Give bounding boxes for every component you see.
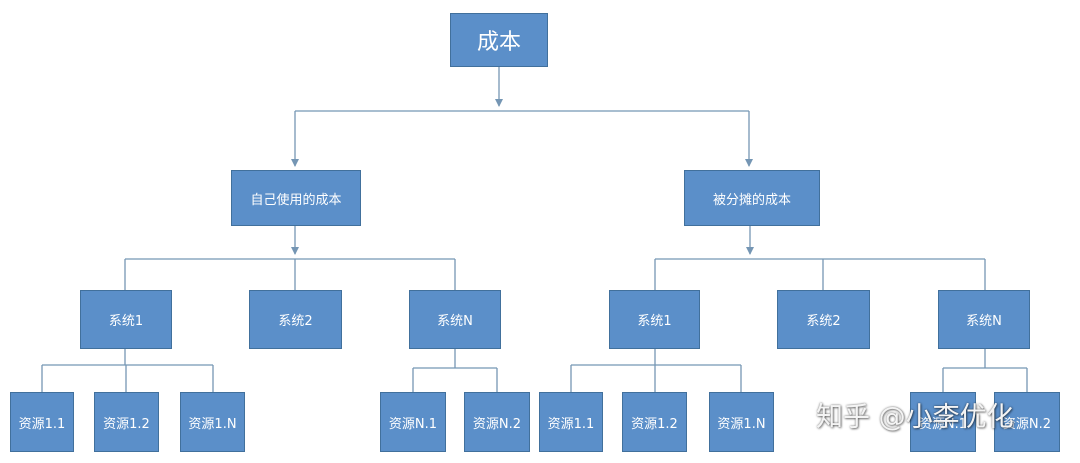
system-node-left-1: 系统1 xyxy=(80,290,172,349)
zhihu-watermark: 知乎 @小李优化 xyxy=(816,402,1014,433)
resource-node-right-1-n: 资源1.N xyxy=(709,392,774,452)
resource-node-left-1-n: 资源1.N xyxy=(180,392,245,452)
resource-node-right-n-2: 资源N.2 xyxy=(994,392,1060,452)
system-node-left-2: 系统2 xyxy=(249,290,342,349)
branch-node-allocated-cost: 被分摊的成本 xyxy=(684,170,820,226)
system-node-left-n: 系统N xyxy=(409,290,501,349)
branch-node-own-cost: 自己使用的成本 xyxy=(231,170,361,226)
resource-node-left-n-2: 资源N.2 xyxy=(464,392,530,452)
resource-node-right-1-2: 资源1.2 xyxy=(622,392,687,452)
system-node-right-2: 系统2 xyxy=(777,290,870,349)
resource-node-left-1-2: 资源1.2 xyxy=(94,392,159,452)
resource-node-right-n-1: 资源N.1 xyxy=(910,392,976,452)
resource-node-right-1-1: 资源1.1 xyxy=(539,392,603,452)
system-node-right-1: 系统1 xyxy=(609,290,700,349)
resource-node-left-n-1: 资源N.1 xyxy=(380,392,446,452)
root-node-cost: 成本 xyxy=(450,13,548,67)
system-node-right-n: 系统N xyxy=(938,290,1030,349)
resource-node-left-1-1: 资源1.1 xyxy=(10,392,74,452)
